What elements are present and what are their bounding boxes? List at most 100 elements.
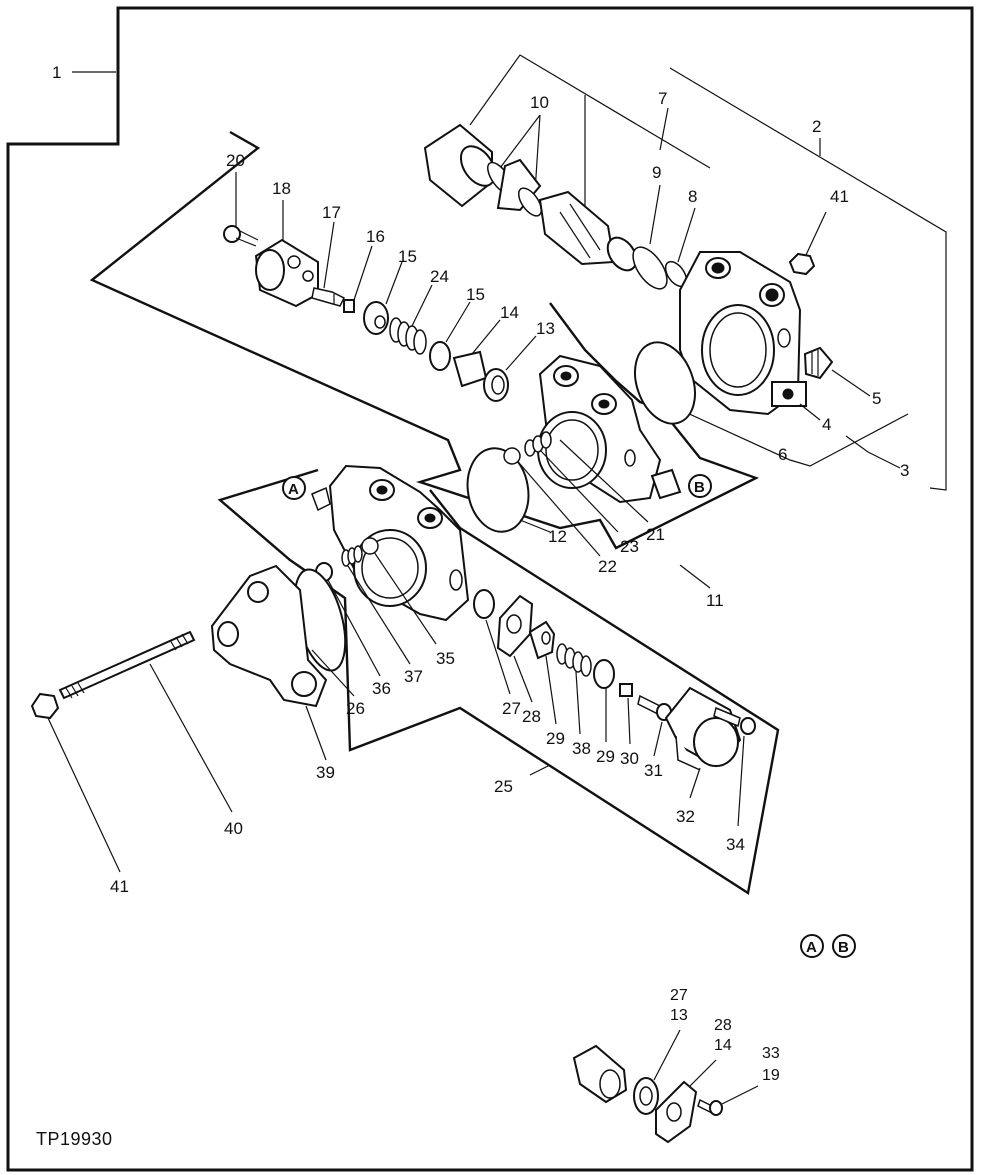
label-28: 28 xyxy=(522,707,541,726)
group-25-outline xyxy=(217,468,780,895)
solenoid-part-18 xyxy=(254,238,319,308)
nut-part-41-top xyxy=(788,252,816,276)
label-2: 2 xyxy=(812,117,821,136)
inset-leader-33-19 xyxy=(721,1085,759,1105)
label-18: 18 xyxy=(272,179,291,198)
label-38: 38 xyxy=(572,739,591,758)
figure-code: TP19930 xyxy=(36,1129,113,1149)
label-23: 23 xyxy=(620,537,639,556)
label-7: 7 xyxy=(658,89,667,108)
label-15-a: 15 xyxy=(398,247,417,266)
inset-label-33: 33 xyxy=(762,1045,780,1062)
svg-text:A: A xyxy=(288,481,299,498)
label-13: 13 xyxy=(536,319,555,338)
inset-label-27: 27 xyxy=(670,987,688,1004)
cap-part-10 xyxy=(423,123,638,272)
leader-29-a xyxy=(545,655,557,725)
seal-part-13 xyxy=(483,368,509,402)
leader-27 xyxy=(485,619,511,695)
svg-text:B: B xyxy=(694,479,705,496)
inset-leader-27-13 xyxy=(653,1029,681,1081)
label-17: 17 xyxy=(322,203,341,222)
part-29-b xyxy=(593,659,615,689)
leader-30 xyxy=(627,697,631,745)
label-41-bottom: 41 xyxy=(110,877,129,896)
svg-text:B: B xyxy=(838,939,849,956)
plate-part-28 xyxy=(496,594,534,658)
screw-part-34 xyxy=(713,706,756,735)
leader-23 xyxy=(539,449,619,533)
leader-13 xyxy=(505,335,537,371)
inset-label-13: 13 xyxy=(670,1007,688,1024)
leader-28 xyxy=(513,655,533,703)
leader-10a xyxy=(499,114,541,169)
label-5: 5 xyxy=(872,389,881,408)
group-11-outline xyxy=(89,130,760,550)
leader-41-bottom xyxy=(47,717,121,873)
label-32: 32 xyxy=(676,807,695,826)
leader-41-top xyxy=(805,211,827,256)
label-4: 4 xyxy=(822,415,831,434)
label-9: 9 xyxy=(652,163,661,182)
leader-8 xyxy=(677,207,696,263)
leader-15-b xyxy=(445,301,471,343)
tie-rod-part-40 xyxy=(58,630,196,700)
label-16: 16 xyxy=(366,227,385,246)
label-30: 30 xyxy=(620,749,639,768)
part-29-a xyxy=(528,620,556,660)
leader-15-a xyxy=(385,261,403,305)
inset-detail xyxy=(572,1044,723,1144)
label-26: 26 xyxy=(346,699,365,718)
inset-label-19: 19 xyxy=(762,1067,780,1084)
o-ring-part-12 xyxy=(466,447,530,533)
label-35: 35 xyxy=(436,649,455,668)
label-36: 36 xyxy=(372,679,391,698)
marker-b: B xyxy=(688,474,712,498)
leader-35 xyxy=(373,551,437,645)
label-37: 37 xyxy=(404,667,423,686)
group-2-bracket xyxy=(669,67,947,491)
ab-legend: A B xyxy=(800,934,856,958)
seal-part-27 xyxy=(473,589,495,619)
label-8: 8 xyxy=(688,187,697,206)
label-22: 22 xyxy=(598,557,617,576)
leader-7 xyxy=(659,107,669,151)
label-39: 39 xyxy=(316,763,335,782)
label-29-b: 29 xyxy=(596,747,615,766)
label-12: 12 xyxy=(548,527,567,546)
spring-part-22-23 xyxy=(503,431,552,465)
label-21: 21 xyxy=(646,525,665,544)
leader-14 xyxy=(471,319,501,355)
label-6: 6 xyxy=(778,445,787,464)
label-1: 1 xyxy=(52,63,61,82)
leader-4 xyxy=(799,403,821,421)
part-30 xyxy=(619,683,633,697)
leader-11 xyxy=(679,564,711,589)
label-24: 24 xyxy=(430,267,449,286)
inset-label-28: 28 xyxy=(714,1017,732,1034)
leader-31 xyxy=(653,721,663,757)
marker-a: A xyxy=(282,476,306,500)
end-block-part-39 xyxy=(210,564,328,708)
valve-housing-part-3 xyxy=(679,251,807,416)
leader-6 xyxy=(649,395,909,467)
label-40: 40 xyxy=(224,819,243,838)
pin-part-17 xyxy=(311,287,346,307)
washer-part-15-a xyxy=(363,301,389,335)
nut-part-41-bottom xyxy=(30,692,60,720)
leader-36 xyxy=(327,579,381,677)
label-29-a: 29 xyxy=(546,729,565,748)
leader-5 xyxy=(831,369,871,397)
label-31: 31 xyxy=(644,761,663,780)
inset-leader-28-14 xyxy=(689,1059,717,1087)
leader-32 xyxy=(689,767,701,799)
leader-39 xyxy=(305,705,327,761)
leader-34 xyxy=(737,735,745,827)
leader-26 xyxy=(311,649,355,697)
label-34: 34 xyxy=(726,835,745,854)
gasket-part-14 xyxy=(452,350,488,388)
spring-part-38 xyxy=(556,643,592,677)
label-27: 27 xyxy=(502,699,521,718)
leader-3 xyxy=(845,435,901,469)
label-14: 14 xyxy=(500,303,519,322)
